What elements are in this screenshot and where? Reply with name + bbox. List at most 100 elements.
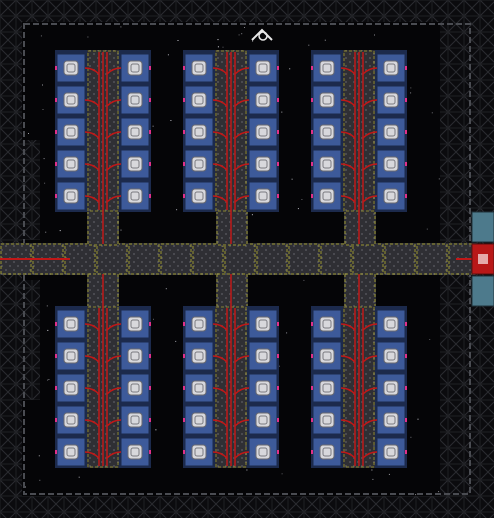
- server-node-icon[interactable]: [319, 444, 335, 460]
- server-node-icon[interactable]: [191, 188, 207, 204]
- chevron-shape: [251, 28, 273, 41]
- server-node-icon[interactable]: [127, 412, 143, 428]
- server-node-icon[interactable]: [191, 156, 207, 172]
- server-node-icon[interactable]: [383, 380, 399, 396]
- server-node-icon[interactable]: [255, 444, 271, 460]
- server-node-icon[interactable]: [63, 188, 79, 204]
- server-node-icon[interactable]: [63, 412, 79, 428]
- server-node-icon[interactable]: [191, 444, 207, 460]
- star: [120, 26, 122, 28]
- pink-port: [149, 66, 151, 70]
- server-node-icon[interactable]: [383, 348, 399, 364]
- server-node-icon[interactable]: [255, 188, 271, 204]
- server-node-icon[interactable]: [383, 412, 399, 428]
- server-node-icon[interactable]: [319, 92, 335, 108]
- server-node-icon[interactable]: [255, 92, 271, 108]
- scaffold-segment: [450, 80, 494, 210]
- star: [47, 379, 49, 381]
- pink-port: [149, 322, 151, 326]
- pink-port: [277, 322, 279, 326]
- star: [165, 288, 167, 290]
- server-node-icon[interactable]: [127, 444, 143, 460]
- server-node-icon[interactable]: [191, 316, 207, 332]
- server-node-icon[interactable]: [255, 412, 271, 428]
- cable-branch: [362, 131, 378, 139]
- server-node-icon[interactable]: [127, 92, 143, 108]
- pink-port: [311, 354, 313, 358]
- cable-branch: [340, 451, 356, 459]
- star: [281, 473, 283, 475]
- server-block-1-0[interactable]: [55, 306, 151, 468]
- server-node-inner: [130, 159, 140, 169]
- server-node-icon[interactable]: [127, 124, 143, 140]
- server-node-icon[interactable]: [127, 348, 143, 364]
- server-node-icon[interactable]: [255, 316, 271, 332]
- airlock-door-icon[interactable]: [471, 211, 494, 307]
- server-node-icon[interactable]: [63, 380, 79, 396]
- server-node-icon[interactable]: [319, 124, 335, 140]
- server-node-icon[interactable]: [191, 380, 207, 396]
- server-node-icon[interactable]: [63, 316, 79, 332]
- server-node-icon[interactable]: [383, 316, 399, 332]
- server-node-icon[interactable]: [191, 92, 207, 108]
- pink-port: [311, 418, 313, 422]
- server-node-icon[interactable]: [127, 188, 143, 204]
- server-node-icon[interactable]: [63, 156, 79, 172]
- server-node-icon[interactable]: [63, 124, 79, 140]
- server-node-icon[interactable]: [319, 412, 335, 428]
- server-node-icon[interactable]: [63, 60, 79, 76]
- server-node-icon[interactable]: [63, 92, 79, 108]
- server-node-icon[interactable]: [255, 156, 271, 172]
- star: [40, 35, 42, 37]
- cable-branch: [84, 99, 100, 107]
- server-node-inner: [258, 95, 268, 105]
- cable-branch: [340, 355, 356, 363]
- server-node-icon[interactable]: [63, 444, 79, 460]
- server-node-icon[interactable]: [255, 60, 271, 76]
- server-block-1-2[interactable]: [311, 306, 407, 468]
- server-node-icon[interactable]: [319, 156, 335, 172]
- server-node-icon[interactable]: [383, 444, 399, 460]
- server-node-icon[interactable]: [127, 60, 143, 76]
- server-node-icon[interactable]: [383, 188, 399, 204]
- server-node-icon[interactable]: [127, 156, 143, 172]
- cable-branch: [362, 451, 378, 459]
- server-node-icon[interactable]: [191, 60, 207, 76]
- cable-branch: [84, 451, 100, 459]
- cable-branch: [234, 323, 250, 331]
- star: [415, 494, 417, 496]
- server-node-icon[interactable]: [191, 124, 207, 140]
- server-node-icon[interactable]: [383, 124, 399, 140]
- server-node-icon[interactable]: [319, 188, 335, 204]
- connector-top-2: [344, 210, 376, 246]
- server-node-icon[interactable]: [127, 380, 143, 396]
- star: [410, 87, 412, 89]
- server-node-icon[interactable]: [319, 316, 335, 332]
- pink-port: [149, 130, 151, 134]
- chevron-marker-icon[interactable]: [251, 28, 273, 41]
- server-node-icon[interactable]: [383, 92, 399, 108]
- scaffold-segment: [0, 140, 40, 240]
- server-slot: [184, 437, 214, 467]
- cable-bundle: [340, 274, 378, 466]
- pink-port: [277, 130, 279, 134]
- star: [289, 68, 291, 70]
- server-node-icon[interactable]: [127, 316, 143, 332]
- server-node-icon[interactable]: [383, 156, 399, 172]
- server-node-icon[interactable]: [255, 124, 271, 140]
- server-node-icon[interactable]: [319, 380, 335, 396]
- star: [78, 476, 80, 478]
- server-node-icon[interactable]: [191, 412, 207, 428]
- server-node-icon[interactable]: [319, 60, 335, 76]
- star: [38, 455, 40, 457]
- server-node-icon[interactable]: [255, 348, 271, 364]
- server-node-icon[interactable]: [255, 380, 271, 396]
- server-node-icon[interactable]: [63, 348, 79, 364]
- server-node-icon[interactable]: [319, 348, 335, 364]
- star: [429, 339, 431, 340]
- server-node-inner: [322, 127, 332, 137]
- server-node-icon[interactable]: [383, 60, 399, 76]
- cable-branch: [234, 195, 250, 203]
- server-node-icon[interactable]: [191, 348, 207, 364]
